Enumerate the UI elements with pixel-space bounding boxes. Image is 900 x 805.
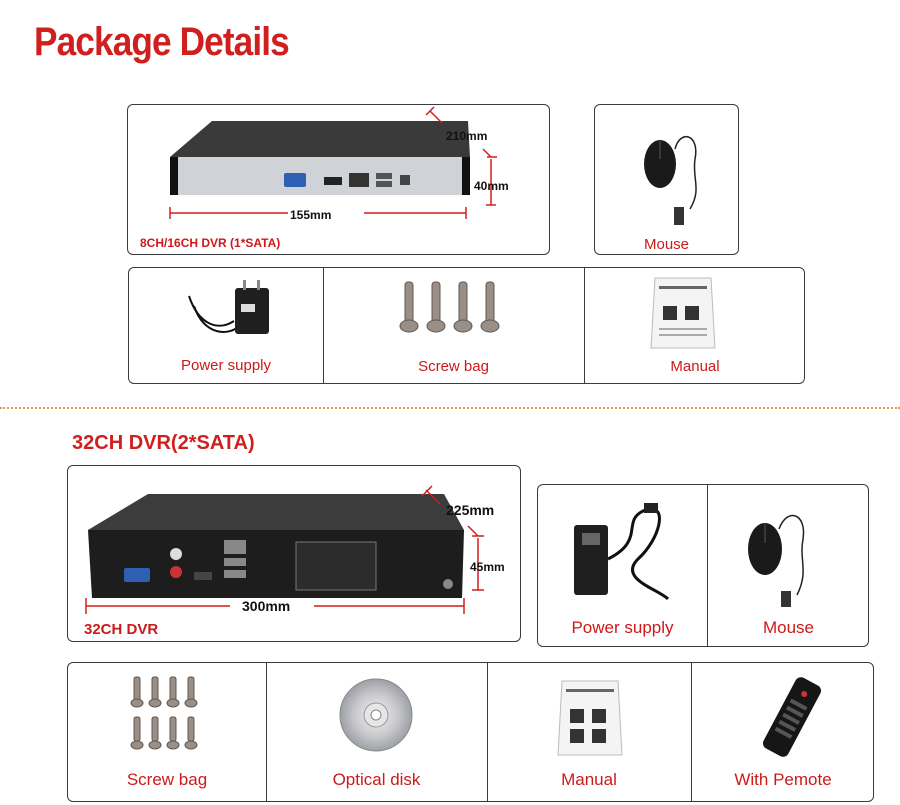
- dimension-lines: [169, 106, 497, 219]
- depth-dimension: 210mm: [446, 129, 488, 143]
- height-dimension: 40mm: [474, 179, 509, 193]
- mouse-card: Mouse: [594, 104, 739, 255]
- remote-caption: With Pemote: [734, 770, 832, 789]
- power-mouse-card: Power supply Mouse: [537, 484, 869, 647]
- mouse-image: [644, 135, 697, 225]
- cell-divider: [584, 268, 585, 383]
- height-dimension-32ch: 45mm: [470, 560, 505, 574]
- section-divider: [0, 407, 900, 409]
- cell-divider: [691, 663, 692, 801]
- cell-divider: [323, 268, 324, 383]
- dimension-lines-32ch: [85, 485, 484, 614]
- mouse-caption: Mouse: [643, 236, 690, 253]
- cell-divider: [266, 663, 267, 801]
- manual-caption: Manual: [670, 358, 720, 375]
- power-supply-caption: Power supply: [180, 357, 272, 374]
- manual-32ch-image: [557, 680, 623, 756]
- screw-bag-32ch-caption: Screw bag: [126, 770, 208, 789]
- power-supply-32ch-image: [574, 503, 670, 601]
- optical-disk-caption: Optical disk: [332, 770, 421, 789]
- dvr-model-label: 8CH/16CH DVR (1*SATA): [140, 236, 281, 250]
- cell-divider: [487, 663, 488, 801]
- depth-dimension-32ch: 225mm: [446, 502, 495, 518]
- dvr-32ch-image: [88, 494, 464, 598]
- manual-image: [650, 277, 716, 349]
- remote-control-image: [762, 677, 822, 757]
- dvr-32ch-card: 225mm 45mm 300mm 32CH DVR: [67, 465, 521, 642]
- width-dimension-32ch: 300mm: [242, 598, 291, 614]
- optical-disk-image: [339, 678, 413, 752]
- power-supply-image: [188, 280, 269, 334]
- cell-divider: [707, 485, 708, 646]
- page-title: Package Details: [34, 20, 290, 64]
- screw-bag-caption: Screw bag: [418, 358, 489, 375]
- section-title-32ch: 32CH DVR(2*SATA): [72, 432, 255, 454]
- manual-32ch-caption: Manual: [561, 770, 617, 789]
- dvr-8-16ch-card: 210mm 40mm 155mm 8CH/16CH DVR (1*SATA): [127, 104, 550, 255]
- screw-bag-image: [399, 281, 500, 333]
- mouse-32ch-image: [748, 514, 805, 607]
- width-dimension: 155mm: [290, 208, 332, 222]
- screw-bag-32ch-image: [130, 676, 198, 750]
- accessories-row-1: Power supply Screw bag Manual: [128, 267, 805, 384]
- dvr-8-16ch-image: [170, 121, 470, 195]
- dvr-32ch-model-label: 32CH DVR: [84, 621, 159, 638]
- mouse-32ch-caption: Mouse: [762, 618, 815, 637]
- accessories-row-2: Screw bag Optical disk Manual: [67, 662, 874, 802]
- power-supply-32ch-caption: Power supply: [571, 618, 674, 637]
